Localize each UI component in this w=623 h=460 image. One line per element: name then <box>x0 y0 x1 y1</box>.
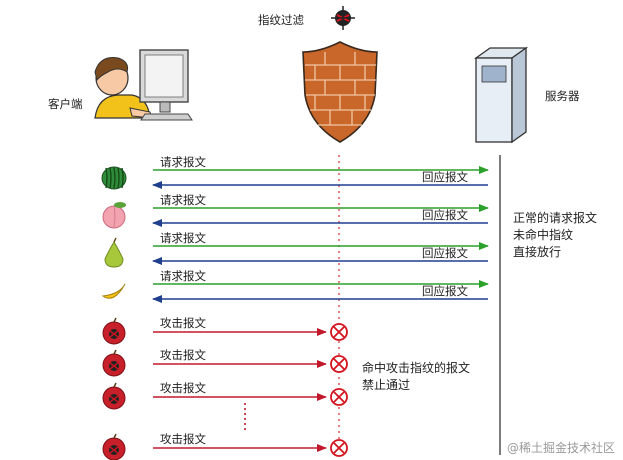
bad-apple-icon <box>102 349 126 377</box>
request-label: 请求报文 <box>160 193 206 207</box>
banana-icon <box>101 283 126 299</box>
block-icon <box>330 355 348 373</box>
blocked-note: 命中攻击指纹的报文 禁止通过 <box>362 361 471 392</box>
bad-apple-icon <box>102 382 126 410</box>
peach-icon <box>102 202 126 229</box>
response-label: 回应报文 <box>422 170 468 184</box>
watermark: @稀土掘金技术社区 <box>506 441 615 455</box>
response-label: 回应报文 <box>422 208 468 222</box>
attack-label: 攻击报文 <box>160 348 206 362</box>
server-label: 服务器 <box>545 89 580 103</box>
bad-apple-icon <box>102 433 126 460</box>
block-icon <box>330 388 348 406</box>
pear-icon <box>104 237 124 268</box>
request-label: 请求报文 <box>160 155 206 169</box>
bad-apple-icon <box>102 317 126 345</box>
request-label: 请求报文 <box>160 231 206 245</box>
filter-label: 指纹过滤 <box>258 13 304 27</box>
response-label: 回应报文 <box>422 284 468 298</box>
normal-note: 正常的请求报文 未命中指纹 直接放行 <box>513 211 598 259</box>
watermelon-icon <box>101 166 127 190</box>
response-label: 回应报文 <box>422 246 468 260</box>
request-label: 请求报文 <box>160 269 206 283</box>
block-icon <box>330 439 348 457</box>
attack-label: 攻击报文 <box>160 432 206 446</box>
attack-label: 攻击报文 <box>160 381 206 395</box>
attack-label: 攻击报文 <box>160 316 206 330</box>
block-icon <box>330 323 348 341</box>
client-label: 客户端 <box>48 97 83 111</box>
